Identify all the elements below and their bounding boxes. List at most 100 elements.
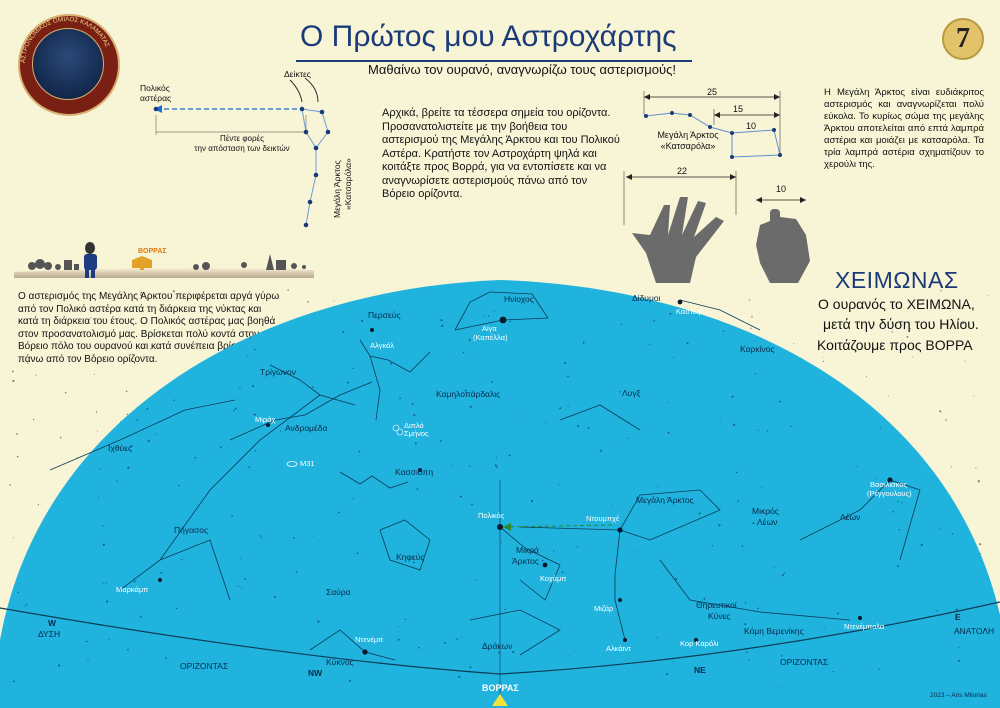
background-star [620, 323, 623, 326]
background-star [975, 467, 977, 469]
background-star [348, 680, 351, 682]
background-star [482, 316, 484, 318]
background-star [656, 637, 658, 639]
background-star [703, 597, 706, 600]
background-star [988, 295, 990, 297]
label-capella-1: Αίγα [482, 324, 497, 333]
background-star [490, 513, 492, 515]
background-star [712, 545, 714, 547]
background-star [105, 582, 107, 584]
background-star [487, 401, 489, 403]
background-star [887, 395, 889, 397]
label-andromeda: Ανδρομέδα [285, 423, 327, 433]
background-star [735, 471, 738, 474]
background-star [508, 454, 511, 457]
background-star [860, 551, 862, 553]
background-star [27, 362, 29, 364]
background-star [102, 582, 104, 584]
background-star [444, 642, 447, 644]
background-star [781, 686, 783, 687]
background-star [125, 390, 128, 393]
background-star [102, 525, 104, 527]
pointer-arrowhead [503, 523, 511, 531]
background-star [896, 565, 899, 568]
label-lacerta: Σαύρα [326, 587, 351, 597]
background-star [12, 680, 15, 683]
background-star [140, 294, 143, 297]
background-star [733, 424, 736, 427]
background-star [416, 488, 419, 490]
background-star [672, 661, 674, 663]
deg-10-dipper-label: 10 [746, 121, 757, 131]
background-star [722, 330, 725, 333]
background-star [793, 343, 795, 345]
background-star [545, 421, 547, 423]
background-star [64, 391, 67, 394]
background-star [397, 625, 399, 627]
background-star [143, 355, 145, 357]
background-star [754, 372, 756, 375]
background-star [37, 504, 40, 506]
background-star [964, 360, 966, 362]
west-mark: W [48, 618, 57, 628]
distance-label-line1: Πέντε φορές [220, 134, 264, 143]
background-star [220, 446, 222, 449]
season-line-2: μετά την δύση του Ηλίου. [823, 316, 979, 332]
background-star [822, 360, 825, 363]
background-star [509, 320, 512, 323]
background-star [564, 362, 567, 365]
northwest-mark: NW [308, 668, 323, 678]
background-star [311, 386, 314, 388]
label-leo-minor-2: Λέων [757, 517, 777, 527]
background-star [418, 646, 420, 649]
background-star [462, 351, 465, 354]
background-star [237, 585, 239, 587]
background-star [500, 542, 502, 544]
east-mark: E [955, 612, 961, 622]
intro-paragraph: Αρχικά, βρείτε τα τέσσερα σημεία του ορί… [382, 107, 620, 200]
background-star [102, 543, 105, 546]
hand-dipper-label-line1: Μεγάλη Άρκτος [657, 130, 719, 140]
background-star [130, 445, 133, 448]
background-star [404, 618, 407, 621]
label-lynx: Λυγξ [622, 388, 641, 398]
distance-label-line2: την απόσταση των δεικτών [194, 144, 290, 153]
background-star [397, 638, 400, 641]
distance-label: Πέντε φορές την απόσταση των δεικτών [182, 134, 302, 154]
background-star [127, 648, 129, 651]
label-denebola: Ντενέμπολα [844, 622, 885, 631]
background-star [356, 552, 359, 555]
page-number: 7 [956, 23, 970, 54]
background-star [757, 429, 759, 432]
constellation-labels: Περσεύς Ηνίοχος Δίδυμοι Τρίγωνον Καμηλοπ… [108, 293, 860, 667]
background-star [599, 449, 602, 452]
background-star [411, 402, 414, 405]
background-star [399, 397, 401, 400]
background-star [175, 607, 178, 610]
background-star [307, 300, 309, 303]
background-star [90, 316, 92, 318]
background-star [979, 543, 982, 546]
background-star [352, 498, 354, 500]
dipper-description: Η Μεγάλη Άρκτος είναι ευδιάκριτος αστερι… [824, 87, 984, 170]
label-mizar: Μιζάρ [594, 604, 613, 613]
background-star [576, 546, 579, 548]
sky-background-stars [9, 289, 990, 687]
background-star [248, 466, 250, 469]
background-star [459, 495, 462, 498]
background-star [906, 336, 909, 338]
background-star [748, 659, 750, 661]
background-star [780, 655, 783, 657]
background-star [751, 316, 753, 318]
background-star [582, 341, 585, 344]
background-star [390, 362, 393, 365]
background-star [892, 510, 894, 513]
background-star [783, 572, 785, 574]
background-star [95, 411, 98, 413]
background-star [99, 468, 101, 470]
background-star [701, 681, 702, 682]
background-star [106, 600, 109, 603]
label-ursa-minor-2: Άρκτος [512, 556, 539, 566]
background-star [333, 300, 335, 302]
background-star [130, 336, 132, 338]
